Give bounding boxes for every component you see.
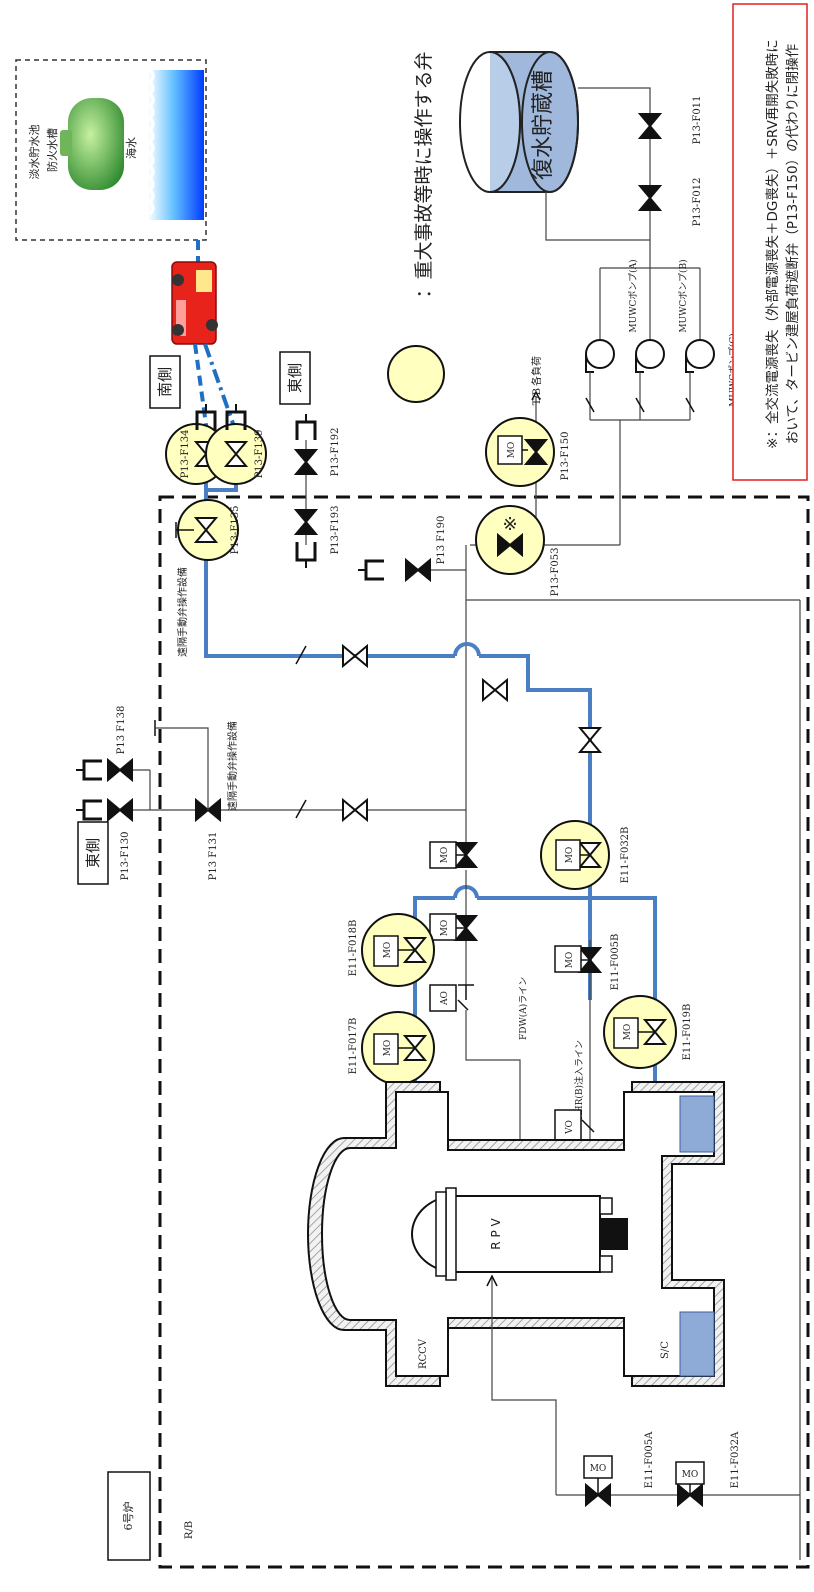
water-source-box xyxy=(15,59,207,241)
unit-label: 6号炉 xyxy=(107,1471,151,1561)
valve-e11-f018b-label: E11-F018B xyxy=(348,920,359,977)
fire-tank-label: 防火水槽 xyxy=(45,128,59,172)
legend-valve-circle xyxy=(387,345,445,403)
valve-p13-f190-label: P13 F190 xyxy=(436,516,447,565)
valve-e11-f032b[interactable]: MO xyxy=(540,820,610,890)
valve-p13-f053[interactable]: ※ xyxy=(475,505,545,575)
valve-e11-f005b-label: E11-F005B xyxy=(610,934,621,991)
note-box xyxy=(732,3,808,481)
valve-p13-f138-label: P13 F138 xyxy=(116,706,127,755)
svg-text:AO: AO xyxy=(440,991,450,1006)
valve-p13-f135-label: P13-F135 xyxy=(230,506,241,555)
valve-p13-f053-label: P13-F053 xyxy=(550,548,561,597)
east-side-label-lower: 東側 xyxy=(77,821,109,885)
rccv-label: RCCV xyxy=(418,1338,429,1369)
svg-text:MO: MO xyxy=(507,442,517,459)
south-side-label: 南側 xyxy=(149,355,181,409)
svg-text:MO: MO xyxy=(440,920,450,937)
valve-e11-f018b[interactable]: MO xyxy=(361,913,435,987)
valve-e11-f019b[interactable]: MO xyxy=(603,995,677,1069)
svg-text:MO: MO xyxy=(623,1024,633,1041)
svg-text:MO: MO xyxy=(383,1040,393,1057)
pump-a xyxy=(585,339,615,373)
rb-label: R/B xyxy=(184,1521,195,1539)
water-pond-label: 淡水貯水池 xyxy=(28,125,41,180)
note-line2: おいて、タービン建屋負荷遮断弁（P13-F150）の代わりに閉操作 xyxy=(785,44,801,444)
fdw-line-label: FDW(A)ライン xyxy=(518,977,529,1040)
fire-truck-icon xyxy=(171,261,218,345)
valve-e11-f017b-label: E11-F017B xyxy=(348,1018,359,1075)
valve-e11-f019b-label: E11-F019B xyxy=(682,1004,693,1061)
svg-text:MO: MO xyxy=(682,1470,699,1480)
valve-p13-f139[interactable] xyxy=(205,423,267,485)
pump-c xyxy=(685,339,715,373)
svg-text:MO: MO xyxy=(590,1464,607,1474)
tank-label: 復水貯蔵槽 xyxy=(531,70,556,180)
valve-p13-f130-label: P13-F130 xyxy=(120,832,131,881)
pump-b-label: MUWCポンプ(B) xyxy=(678,259,689,332)
valve-p13-f011-label: P13-F011 xyxy=(692,96,703,145)
valve-p13-f193-label: P13-F193 xyxy=(330,506,341,555)
sc-label: S/C xyxy=(660,1341,671,1359)
svg-text:東側: 東側 xyxy=(286,363,304,393)
valve-e11-f005a-label: E11-F005A xyxy=(644,1431,655,1488)
valve-p13-f150[interactable]: MO xyxy=(485,417,555,487)
svg-text:6号炉: 6号炉 xyxy=(122,1502,135,1531)
svg-text:MO: MO xyxy=(565,952,575,969)
svg-text:VO: VO xyxy=(565,1120,575,1135)
remote-operation-label-upper: 遠隔手動弁操作設備 xyxy=(176,567,189,657)
fire-water-tank-icon xyxy=(60,98,124,190)
condensate-storage-tank xyxy=(459,51,579,193)
east-side-label-upper: 東側 xyxy=(279,351,311,405)
svg-text:MO: MO xyxy=(565,847,575,864)
rhr-line-label: RHR(B)注入ライン xyxy=(573,1040,585,1120)
valve-p13-f139-label: P13-F139 xyxy=(254,430,265,479)
svg-text:MO: MO xyxy=(440,847,450,864)
tb-label: T/B xyxy=(532,388,543,405)
svg-text:南側: 南側 xyxy=(156,367,174,397)
svg-text:※: ※ xyxy=(502,514,517,535)
loads-label: 各負荷 xyxy=(530,356,543,386)
pump-a-label: MUWCポンプ(A) xyxy=(628,259,639,332)
valve-p13-f134-label: P13-F134 xyxy=(180,430,191,479)
valve-p13-f131-label: P13 F131 xyxy=(208,832,219,881)
note-line1: ※：全交流電源喪失（外部電源喪失＋DG喪失）＋SRV再開失敗時に xyxy=(764,39,781,449)
valve-p13-f192-label: P13-F192 xyxy=(330,428,341,477)
valve-e11-f017b[interactable]: MO xyxy=(361,1011,435,1085)
suppression-pool-left xyxy=(679,1311,715,1377)
suppression-pool-right xyxy=(679,1095,715,1153)
valve-e11-f032b-label: E11-F032B xyxy=(620,827,631,884)
rpv-vessel xyxy=(411,1187,628,1281)
valve-e11-f032a-label: E11-F032A xyxy=(730,1431,741,1488)
valve-p13-f150-label: P13-F150 xyxy=(560,432,571,481)
svg-text:MO: MO xyxy=(383,942,393,959)
valve-p13-f012-label: P13-F012 xyxy=(692,178,703,227)
sea-water-label: 海水 xyxy=(124,137,138,159)
valve-p13-f135[interactable] xyxy=(175,499,239,561)
pump-b xyxy=(635,339,665,373)
legend-label: ：重大事故等時に操作する弁 xyxy=(413,51,435,298)
sea-water xyxy=(148,70,204,220)
remote-operation-label-lower: 遠隔手動弁操作設備 xyxy=(226,721,239,811)
svg-text:東側: 東側 xyxy=(84,838,102,868)
rpv-label: R P V xyxy=(489,1218,503,1250)
